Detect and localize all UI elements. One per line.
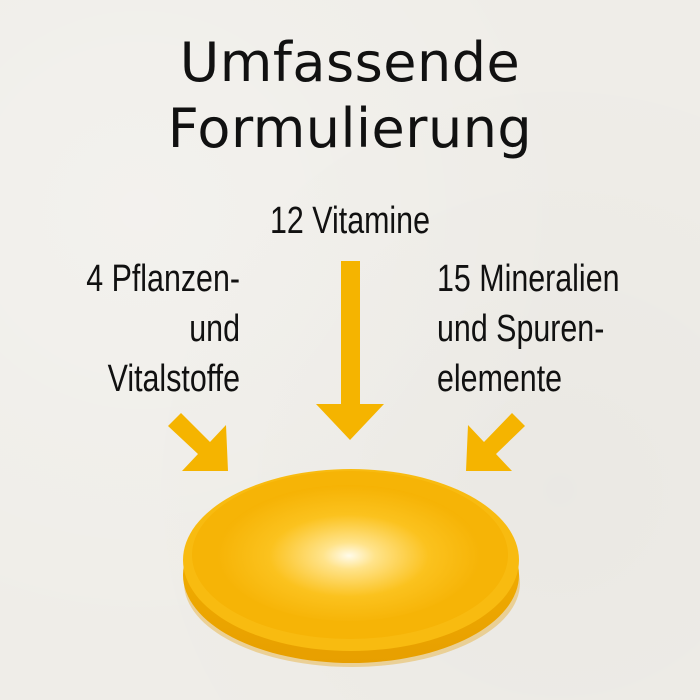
label-vitamins-text: 12 Vitamine <box>270 200 430 242</box>
label-plant-line-1: 4 Pflanzen- <box>86 258 241 300</box>
label-minerals: 15 Mineralien und Spuren- elemente <box>437 254 661 404</box>
label-plant-line-2: und <box>189 308 240 350</box>
arrow-down-icon <box>316 261 384 440</box>
title-line-2: Formulierung <box>167 97 533 160</box>
label-vitamins: 12 Vitamine <box>230 196 470 246</box>
label-minerals-line-2: und Spuren- <box>437 308 605 350</box>
arrow-down-left-icon <box>466 413 525 471</box>
softgel-capsule-icon <box>183 469 520 667</box>
title-line-1: Umfassende <box>179 31 521 94</box>
label-plant-line-3: Vitalstoffe <box>107 358 240 400</box>
page-title: Umfassende Formulierung <box>0 30 700 162</box>
arrow-down-right-icon <box>168 413 228 471</box>
label-minerals-line-1: 15 Mineralien <box>437 258 620 300</box>
label-minerals-line-3: elemente <box>437 358 563 400</box>
label-plant-substances: 4 Pflanzen- und Vitalstoffe <box>48 254 240 404</box>
